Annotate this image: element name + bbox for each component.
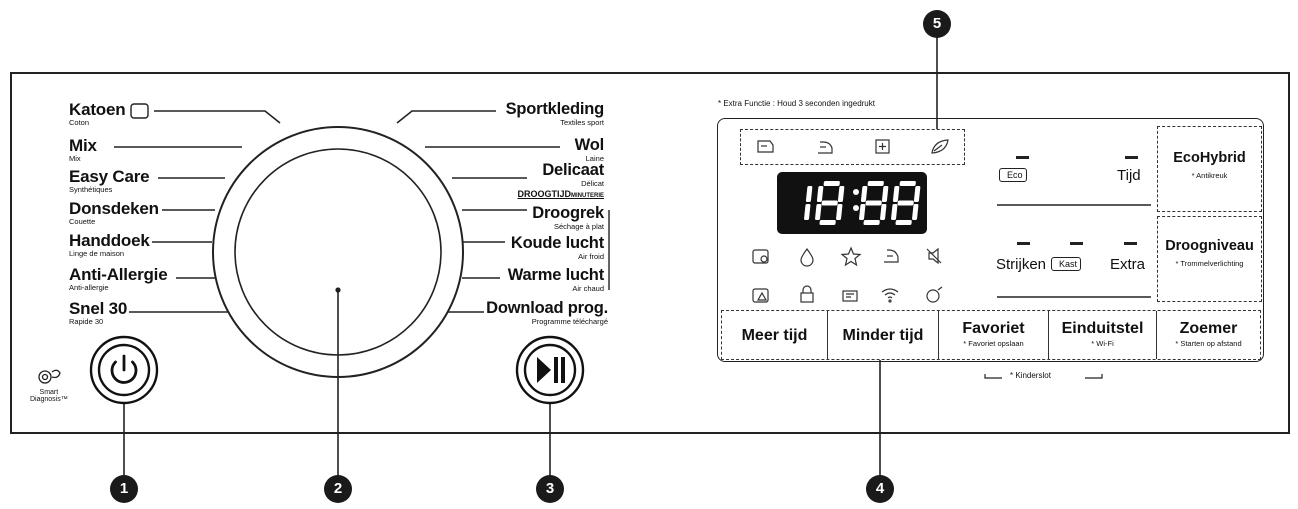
power-button-art	[89, 335, 159, 405]
meer-tijd-button[interactable]: Meer tijd	[741, 327, 808, 344]
display-segment	[891, 204, 898, 220]
drying-icon	[884, 249, 899, 263]
ecohybrid-button[interactable]: EcoHybrid* Antikreuk	[1157, 126, 1262, 212]
display-segment	[881, 186, 889, 202]
display-digit	[815, 181, 845, 225]
display-segment	[859, 204, 866, 220]
display-segment	[897, 200, 914, 206]
time-display-digits	[804, 181, 921, 225]
mute-icon	[926, 247, 942, 265]
dial-center-dot	[335, 287, 341, 293]
time-display	[777, 172, 927, 234]
steam-icon	[875, 139, 890, 154]
start-pause-button-art	[515, 335, 585, 405]
zoemer-button[interactable]: Zoemer* Starten op afstand	[1156, 311, 1260, 359]
extra-function-note: * Extra Functie : Houd 3 seconden ingedr…	[718, 99, 875, 108]
callout-2: 2	[324, 475, 352, 503]
star-icon	[840, 246, 862, 267]
display-segment	[863, 220, 880, 225]
favoriet-button[interactable]: Favoriet* Favoriet opslaan	[938, 311, 1048, 359]
display-segment	[819, 220, 836, 225]
lock-icon	[800, 285, 814, 303]
display-segment	[912, 204, 919, 220]
kast-indicator	[1070, 242, 1083, 245]
display-digit	[859, 181, 889, 225]
extra-option[interactable]: Extra	[1110, 256, 1146, 273]
droogniveau-button[interactable]: Droogniveau* Trommelverlichting	[1157, 216, 1262, 302]
eco-indicator	[1016, 156, 1029, 159]
katoen-icon	[130, 103, 149, 119]
display-segment	[865, 200, 882, 206]
tijd-option[interactable]: Tijd	[1117, 167, 1141, 184]
display-colon-dot	[853, 205, 859, 211]
display-panel	[717, 118, 1264, 362]
function-button-row: Meer tijd Minder tijd Favoriet* Favoriet…	[721, 310, 1261, 360]
display-segment	[899, 181, 916, 186]
callout-1: 1	[110, 475, 138, 503]
display-segment	[892, 186, 900, 202]
extra-function-icons	[740, 129, 965, 165]
einduitstel-button[interactable]: Einduitstel* Wi-Fi	[1048, 311, 1156, 359]
pre-wash-icon	[757, 140, 774, 153]
strijken-indicator	[1017, 242, 1030, 245]
display-segment	[816, 186, 824, 202]
leader-line-sportkleding	[396, 110, 496, 124]
minder-tijd-button[interactable]: Minder tijd	[827, 311, 938, 359]
callout-3: 3	[536, 475, 564, 503]
callout-5: 5	[923, 10, 951, 38]
display-segment	[805, 186, 813, 202]
display-digit	[804, 186, 813, 220]
extra-indicator	[1124, 242, 1137, 245]
kast-option[interactable]: Kast	[1051, 257, 1082, 271]
leaf-icon	[931, 139, 949, 154]
tub-clean-icon	[752, 249, 769, 264]
kinderslot-note: * Kinderslot	[1010, 371, 1051, 380]
remote-icon	[842, 290, 858, 302]
smart-diagnosis-icon	[926, 286, 943, 303]
water-drop-icon	[800, 247, 814, 267]
callout-4: 4	[866, 475, 894, 503]
tijd-indicator	[1125, 156, 1138, 159]
display-segment	[860, 186, 868, 202]
display-segment	[815, 204, 822, 220]
display-segment	[821, 200, 838, 206]
display-digit	[891, 181, 921, 225]
eco-option[interactable]: Eco	[999, 168, 1027, 182]
display-colon-dot	[853, 189, 859, 195]
display-segment	[867, 181, 884, 186]
display-segment	[880, 204, 887, 220]
leader-line-katoen	[154, 110, 281, 124]
droogtijd-label: DROOGTIJDMINUTERIE	[517, 189, 604, 200]
display-segment	[895, 220, 912, 225]
display-segment	[823, 181, 840, 186]
iron-icon	[818, 141, 833, 154]
display-segment	[913, 186, 921, 202]
control-panel	[10, 72, 1290, 434]
display-segment	[804, 204, 811, 220]
smart-diagnosis-art	[38, 369, 61, 384]
display-segment	[837, 186, 845, 202]
display-segment	[836, 204, 843, 220]
strijken-option[interactable]: Strijken	[996, 256, 1047, 273]
wifi-icon	[881, 288, 899, 303]
program-download: Download prog.Programme téléchargé	[486, 299, 608, 326]
tub-warning-icon	[752, 288, 769, 303]
